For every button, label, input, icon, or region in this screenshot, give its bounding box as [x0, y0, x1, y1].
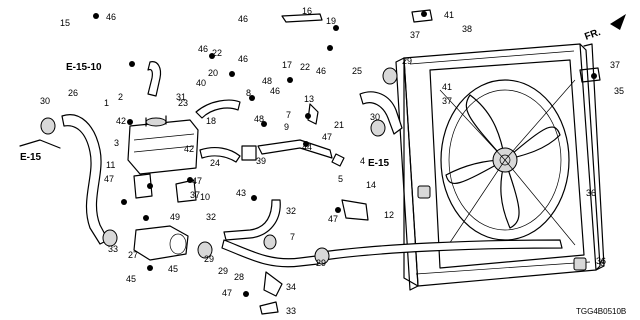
callout-46: 46: [198, 44, 208, 54]
callout-5: 5: [338, 174, 343, 184]
callout-48: 48: [262, 76, 272, 86]
callout-43: 43: [236, 188, 246, 198]
hose-23: [147, 61, 162, 97]
hose-18: [195, 99, 241, 119]
callout-28: 28: [234, 272, 244, 282]
callout-46: 46: [238, 14, 248, 24]
callout-3: 3: [114, 138, 119, 148]
callout-44: 44: [302, 142, 312, 152]
reserve-tank: [127, 115, 199, 175]
hose-7-upper: [223, 199, 281, 241]
callout-37: 37: [410, 30, 420, 40]
callout-46: 46: [238, 54, 248, 64]
callout-37: 37: [190, 190, 200, 200]
callout-22: 22: [212, 48, 222, 58]
callout-15: 15: [60, 18, 70, 28]
callout-16: 16: [302, 6, 312, 16]
callout-30: 30: [40, 96, 50, 106]
callout-36: 36: [586, 188, 596, 198]
callout-47: 47: [322, 132, 332, 142]
callout-14: 14: [366, 180, 376, 190]
hose-24: [199, 146, 241, 163]
callout-19: 19: [326, 16, 336, 26]
ref-e-15-right: E-15: [368, 158, 390, 169]
callout-41: 41: [444, 10, 454, 20]
diagram-code: TGG4B0510B: [576, 307, 626, 316]
water-outlet: [133, 225, 189, 261]
ref-e-15-left: E-15: [20, 152, 42, 163]
callout-34: 34: [286, 282, 296, 292]
hose-clamps: [40, 67, 587, 271]
callout-35: 35: [614, 86, 624, 96]
callout-12: 12: [384, 210, 394, 220]
callout-29: 29: [316, 258, 326, 268]
callout-25: 25: [352, 66, 362, 76]
callout-30: 30: [370, 112, 380, 122]
small-fasteners: [19, 9, 601, 315]
callout-42: 42: [184, 144, 194, 154]
callout-26: 26: [68, 88, 78, 98]
callout-32: 32: [206, 212, 216, 222]
callout-9: 9: [284, 122, 289, 132]
callout-49: 49: [170, 212, 180, 222]
callout-33: 33: [286, 306, 296, 316]
callout-46: 46: [106, 12, 116, 22]
callout-4: 4: [360, 156, 365, 166]
callout-47: 47: [328, 214, 338, 224]
callout-7: 7: [286, 110, 291, 120]
callout-36: 36: [596, 256, 606, 266]
arrow-head-icon: [610, 14, 626, 30]
callout-45: 45: [168, 264, 178, 274]
callout-7: 7: [290, 232, 295, 242]
callout-20: 20: [208, 68, 218, 78]
callout-48: 48: [254, 114, 264, 124]
callout-47: 47: [104, 174, 114, 184]
upper-radiator-hose: [359, 91, 403, 135]
callout-37: 37: [610, 60, 620, 70]
fr-label: FR.: [583, 27, 602, 43]
callout-40: 40: [196, 78, 206, 88]
callout-21: 21: [334, 120, 344, 130]
callout-23: 23: [178, 98, 188, 108]
lower-radiator-hose: [321, 239, 563, 261]
callout-8: 8: [246, 88, 251, 98]
callout-42: 42: [116, 116, 126, 126]
callout-37: 37: [442, 96, 452, 106]
callout-33: 33: [108, 244, 118, 254]
callout-27: 27: [128, 250, 138, 260]
front-direction-arrow: FR.: [583, 14, 626, 43]
callout-47: 47: [222, 288, 232, 298]
callout-29: 29: [218, 266, 228, 276]
callout-11: 11: [106, 160, 115, 170]
callout-29: 29: [402, 56, 412, 66]
callout-17: 17: [282, 60, 292, 70]
pipe-16: [281, 13, 323, 23]
callout-47: 47: [192, 176, 202, 186]
hose-28: [221, 239, 319, 268]
callout-13: 13: [304, 94, 314, 104]
hose-26: [61, 114, 109, 245]
callout-38: 38: [462, 24, 472, 34]
callout-22: 22: [300, 62, 310, 72]
callout-39: 39: [256, 156, 266, 166]
pipe-5: [257, 139, 333, 159]
callout-32: 32: [286, 206, 296, 216]
callout-29: 29: [204, 254, 214, 264]
callout-41: 41: [442, 82, 452, 92]
callout-10: 10: [200, 192, 210, 202]
callout-1: 1: [104, 98, 109, 108]
callout-24: 24: [210, 158, 220, 168]
ref-e-15-10: E-15-10: [66, 62, 102, 73]
callout-18: 18: [206, 116, 216, 126]
callout-2: 2: [118, 92, 123, 102]
callout-46: 46: [316, 66, 326, 76]
callout-45: 45: [126, 274, 136, 284]
radiator-assembly: [395, 43, 605, 291]
callout-6: 6: [600, 258, 605, 268]
callout-46: 46: [270, 86, 280, 96]
callout-31: 31: [176, 92, 186, 102]
